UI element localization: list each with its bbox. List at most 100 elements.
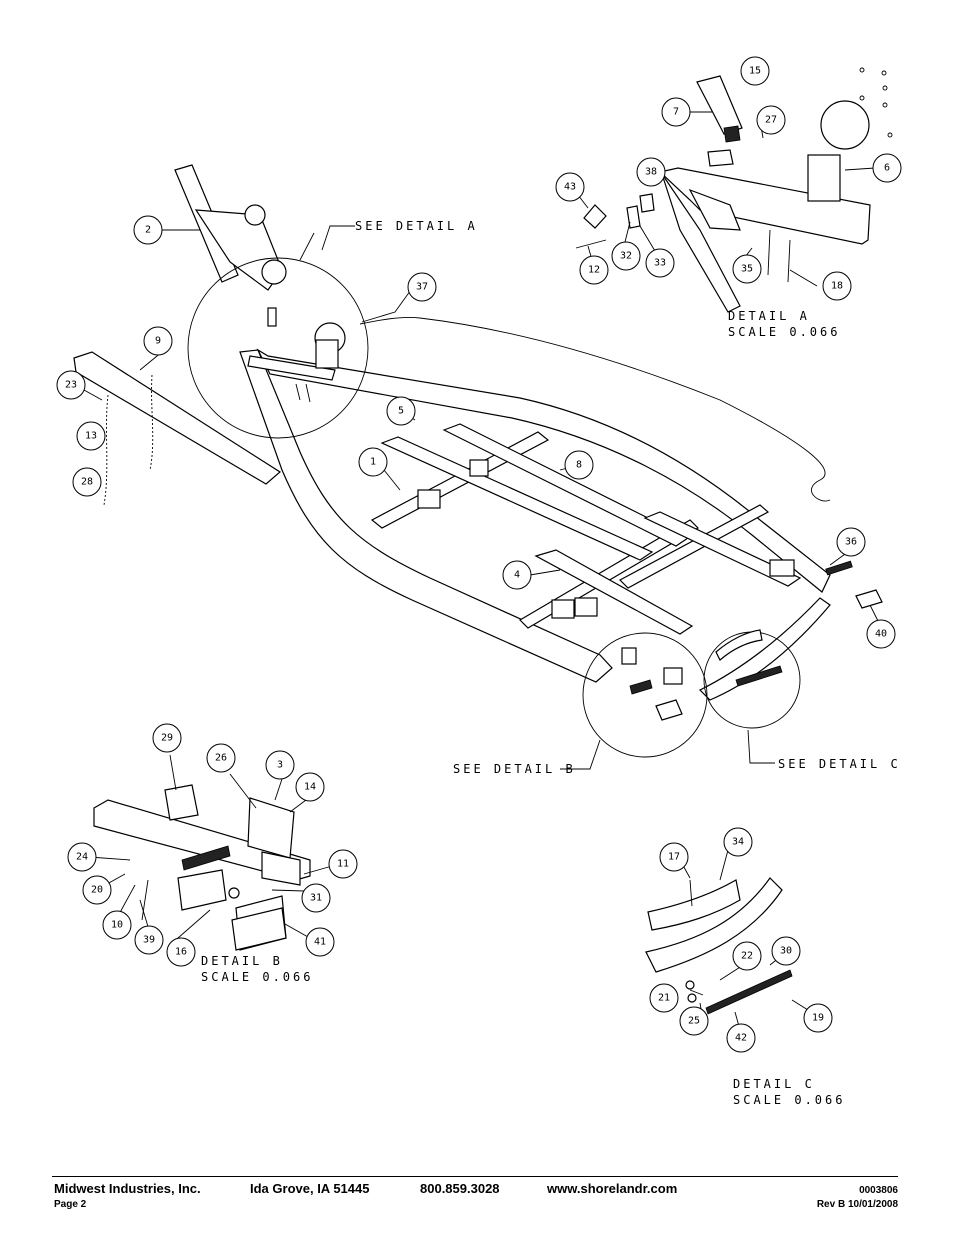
callout-11: 11 [328,849,358,879]
revision-date: Rev B 10/01/2008 [816,1199,898,1210]
callout-19-label: 19 [812,1013,824,1024]
callout-4: 4 [502,560,532,590]
callout-37-label: 37 [416,282,428,293]
callout-28: 28 [72,467,102,497]
callout-38-label: 38 [645,167,657,178]
callout-30: 30 [771,936,801,966]
callout-3: 3 [265,750,295,780]
callout-34: 34 [723,827,753,857]
callout-23: 23 [56,370,86,400]
callout-bubbles: 1 2 3 4 5 6 7 8 9 10 11 12 13 14 15 16 1… [56,56,902,1053]
callout-6-label: 6 [884,163,890,174]
callout-10-label: 10 [111,920,123,931]
callout-6: 6 [872,153,902,183]
callout-10: 10 [102,910,132,940]
callout-2: 2 [133,215,163,245]
callout-40-label: 40 [875,629,887,640]
callout-7: 7 [661,97,691,127]
callout-12: 12 [579,255,609,285]
detail-a-title: DETAIL A [728,309,810,323]
callout-35-label: 35 [741,264,753,275]
see-detail-c-label: SEE DETAIL C [778,757,901,771]
main-trailer-frame [73,164,883,721]
callout-22: 22 [732,941,762,971]
detail-c-drawing [645,877,793,1015]
callout-27: 27 [756,105,786,135]
callout-8-label: 8 [576,460,582,471]
callout-17-label: 17 [668,852,680,863]
callout-37: 37 [407,272,437,302]
company-name: Midwest Industries, Inc. [54,1181,201,1196]
callout-9-label: 9 [155,336,161,347]
callout-41-label: 41 [314,937,326,948]
callout-16-label: 16 [175,947,187,958]
callout-34-label: 34 [732,837,744,848]
see-detail-b-label: SEE DETAIL B [453,762,576,776]
detail-b-drawing [93,784,311,951]
callout-25: 25 [679,1006,709,1036]
callout-21: 21 [649,983,679,1013]
callout-2-label: 2 [145,225,151,236]
callout-9: 9 [143,326,173,356]
callout-42-label: 42 [735,1033,747,1044]
detail-circles [187,257,801,758]
callout-5: 5 [386,396,416,426]
callout-31: 31 [301,883,331,913]
callout-13-label: 13 [85,431,97,442]
callout-26: 26 [206,743,236,773]
callout-24: 24 [67,842,97,872]
callout-32: 32 [611,241,641,271]
callout-1-label: 1 [370,457,376,468]
callout-3-label: 3 [277,760,283,771]
callout-42: 42 [726,1023,756,1053]
callout-5-label: 5 [398,406,404,417]
callout-14: 14 [295,772,325,802]
callout-36: 36 [836,527,866,557]
callout-4-label: 4 [514,570,520,581]
callout-15: 15 [740,56,770,86]
document-number: 0003806 [859,1185,898,1196]
callout-40: 40 [866,619,896,649]
company-phone: 800.859.3028 [420,1181,500,1196]
callout-33-label: 33 [654,258,666,269]
callout-35: 35 [732,254,762,284]
callout-31-label: 31 [310,893,322,904]
detail-a-drawing [575,67,893,313]
callout-24-label: 24 [76,852,88,863]
detail-labels: SEE DETAIL A SEE DETAIL B SEE DETAIL C D… [201,219,901,1107]
callout-18: 18 [822,271,852,301]
callout-13: 13 [76,421,106,451]
company-location: Ida Grove, IA 51445 [250,1181,370,1196]
callout-30-label: 30 [780,946,792,957]
callout-12-label: 12 [588,265,600,276]
callout-1: 1 [358,447,388,477]
detail-b-scale: SCALE 0.066 [201,970,313,984]
callout-36-label: 36 [845,537,857,548]
callout-19: 19 [803,1003,833,1033]
detail-b-title: DETAIL B [201,954,283,968]
callout-39-label: 39 [143,935,155,946]
see-detail-a-label: SEE DETAIL A [355,219,478,233]
callout-22-label: 22 [741,951,753,962]
callout-17: 17 [659,842,689,872]
callout-25-label: 25 [688,1016,700,1027]
callout-29-label: 29 [161,733,173,744]
detail-a-scale: SCALE 0.066 [728,325,840,339]
callout-38: 38 [636,157,666,187]
callout-16: 16 [166,937,196,967]
detail-c-title: DETAIL C [733,1077,815,1091]
page-number: Page 2 [54,1199,87,1210]
callout-20: 20 [82,875,112,905]
callout-14-label: 14 [304,782,316,793]
detail-c-scale: SCALE 0.066 [733,1093,845,1107]
callout-41: 41 [305,927,335,957]
callout-33: 33 [645,248,675,278]
callout-43: 43 [555,172,585,202]
callout-7-label: 7 [673,107,679,118]
callout-28-label: 28 [81,477,93,488]
callout-23-label: 23 [65,380,77,391]
callout-32-label: 32 [620,251,632,262]
callout-43-label: 43 [564,182,576,193]
page-footer: Midwest Industries, Inc. Ida Grove, IA 5… [52,1176,898,1210]
